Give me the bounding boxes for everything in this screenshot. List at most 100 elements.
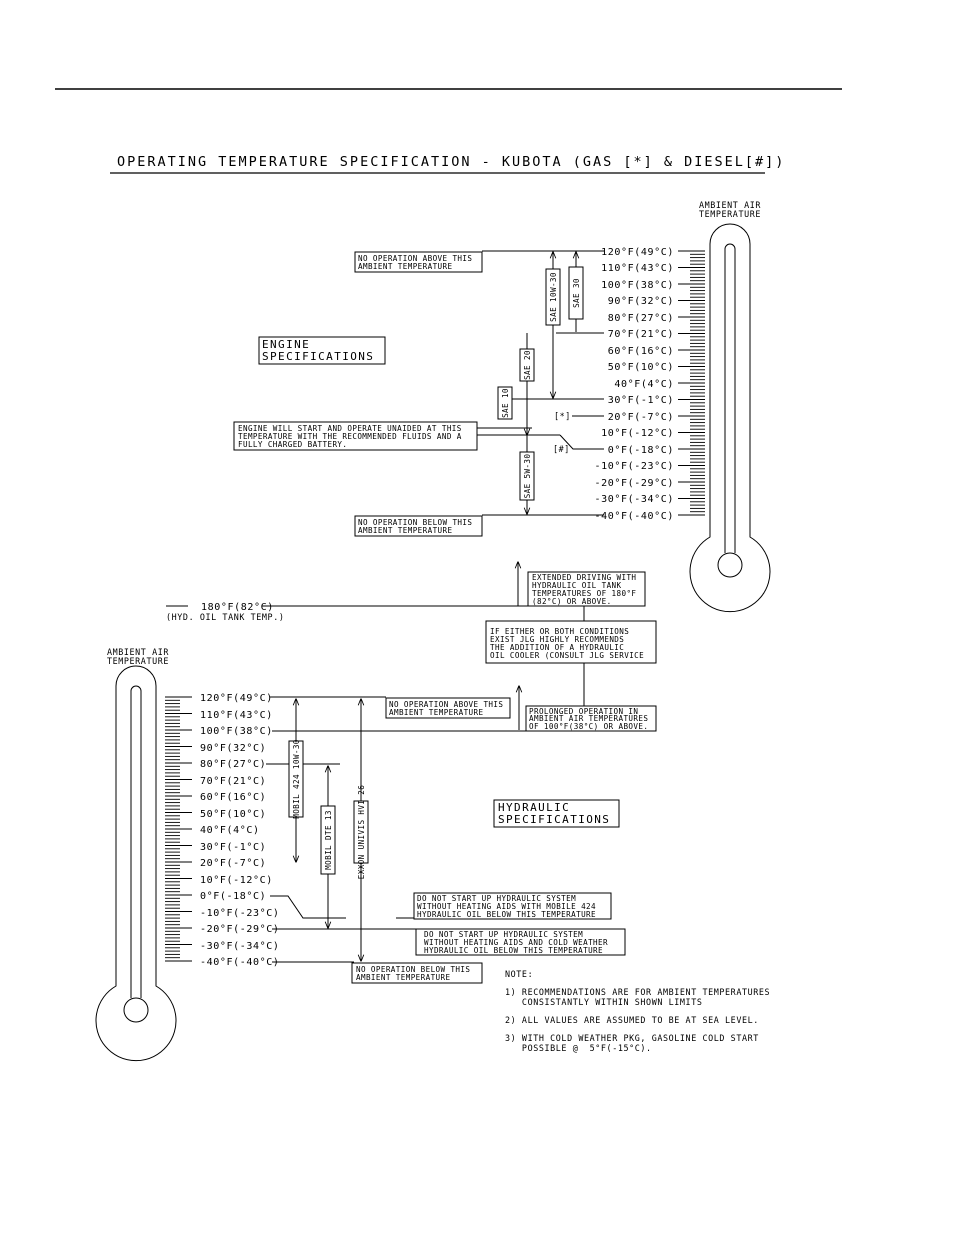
svg-text:THE ADDITION OF A HYDRAULIC: THE ADDITION OF A HYDRAULIC xyxy=(490,643,624,652)
notes: NOTE: 1) RECOMMENDATIONS ARE FOR AMBIENT… xyxy=(505,969,770,1053)
svg-text:HYDRAULIC OIL TANK: HYDRAULIC OIL TANK xyxy=(532,581,622,590)
svg-text:OIL COOLER (CONSULT JLG SERVIC: OIL COOLER (CONSULT JLG SERVICE xyxy=(490,651,644,660)
svg-text:TEMPERATURE WITH THE RECOMMEND: TEMPERATURE WITH THE RECOMMENDED FLUIDS … xyxy=(238,432,462,441)
engine-leader-lines xyxy=(477,250,604,516)
svg-text:SPECIFICATIONS: SPECIFICATIONS xyxy=(262,350,374,363)
engine-scale-label: 20°F(-7°C) xyxy=(608,412,674,423)
engine-thermometer-label-line1: AMBIENT AIR xyxy=(699,200,761,210)
svg-text:IF EITHER OR BOTH CONDITIONS: IF EITHER OR BOTH CONDITIONS xyxy=(490,627,629,636)
hydraulic-scale-label: 60°F(16°C) xyxy=(200,792,266,803)
hydraulic-scale-label: -20°F(-29°C) xyxy=(200,924,279,935)
svg-text:AMBIENT AIR TEMPERATURES: AMBIENT AIR TEMPERATURES xyxy=(529,714,648,723)
svg-text:EXTENDED DRIVING WITH: EXTENDED DRIVING WITH xyxy=(532,573,636,582)
engine-scale-label: 120°F(49°C) xyxy=(601,247,674,258)
hydraulic-scale-label: -40°F(-40°C) xyxy=(200,957,279,968)
prolonged-operation-box: PROLONGED OPERATION IN AMBIENT AIR TEMPE… xyxy=(525,705,657,732)
svg-text:OF 100°F(38°C) OR ABOVE.: OF 100°F(38°C) OR ABOVE. xyxy=(529,722,648,731)
svg-text:NO OPERATION BELOW THIS: NO OPERATION BELOW THIS xyxy=(356,965,470,974)
engine-scale-label: -20°F(-29°C) xyxy=(595,478,674,489)
svg-text:DO NOT START UP HYDRAULIC SYST: DO NOT START UP HYDRAULIC SYSTEM xyxy=(424,930,583,939)
engine-scale-label: -10°F(-23°C) xyxy=(595,461,674,472)
engine-scale: 120°F(49°C) 110°F(43°C) 100°F(38°C) 90°F… xyxy=(595,247,674,522)
hydraulic-scale-ticks xyxy=(165,696,192,962)
hydraulic-scale-label: 80°F(27°C) xyxy=(200,759,266,770)
fluid-label-sae-10w30: SAE 10W-30 xyxy=(549,272,558,322)
tank-temp-note: (HYD. OIL TANK TEMP.) xyxy=(166,612,285,622)
engine-thermometer-label-line2: TEMPERATURE xyxy=(699,209,761,219)
extended-driving-box: EXTENDED DRIVING WITH HYDRAULIC OIL TANK… xyxy=(527,571,646,607)
engine-scale-label: 80°F(27°C) xyxy=(608,313,674,324)
note-3-line2: POSSIBLE @ 5°F(-15°C). xyxy=(505,1043,652,1053)
hydraulic-scale-label: 10°F(-12°C) xyxy=(200,875,273,886)
hydraulic-fluid-labels: MOBIL 424 10W-30 MOBIL DTE 13 EXXON UNIV… xyxy=(288,739,369,879)
svg-text:EXIST JLG HIGHLY RECOMMENDS: EXIST JLG HIGHLY RECOMMENDS xyxy=(490,635,624,644)
hydraulic-thermometer xyxy=(95,665,192,1062)
svg-text:WITHOUT HEATING AIDS AND COLD: WITHOUT HEATING AIDS AND COLD WEATHER xyxy=(424,938,608,947)
hydraulic-section-label: HYDRAULIC SPECIFICATIONS xyxy=(493,799,620,828)
hydraulic-scale-label: 20°F(-7°C) xyxy=(200,858,266,869)
engine-section-label: ENGINE SPECIFICATIONS xyxy=(258,336,386,365)
fluid-label-sae-30: SAE 30 xyxy=(572,278,581,308)
note-2: 2) ALL VALUES ARE ASSUMED TO BE AT SEA L… xyxy=(505,1015,759,1025)
engine-scale-label: -40°F(-40°C) xyxy=(595,511,674,522)
engine-thermometer xyxy=(678,223,771,613)
fluid-label-sae-20: SAE 20 xyxy=(523,350,532,380)
svg-text:NO OPERATION ABOVE THIS: NO OPERATION ABOVE THIS xyxy=(389,700,503,709)
engine-fluid-labels: SAE 10W-30 SAE 30 SAE 20 SAE 10 SAE 5W-3… xyxy=(497,266,584,501)
engine-scale-label: 40°F(4°C) xyxy=(614,379,674,390)
svg-text:HYDRAULIC: HYDRAULIC xyxy=(498,801,570,814)
note-3-line1: 3) WITH COLD WEATHER PKG, GASOLINE COLD … xyxy=(505,1033,759,1043)
hydraulic-scale-label: 30°F(-1°C) xyxy=(200,842,266,853)
engine-scale-label: 110°F(43°C) xyxy=(601,263,674,274)
note-1-line2: CONSISTANTLY WITHIN SHOWN LIMITS xyxy=(505,997,702,1007)
hydraulic-scale: 120°F(49°C) 110°F(43°C) 100°F(38°C) 90°F… xyxy=(200,693,279,968)
hydraulic-scale-label: 100°F(38°C) xyxy=(200,726,273,737)
hydraulic-scale-label: 70°F(21°C) xyxy=(200,776,266,787)
engine-scale-label: 30°F(-1°C) xyxy=(608,395,674,406)
svg-text:ENGINE: ENGINE xyxy=(262,338,310,351)
hydraulic-scale-label: -30°F(-34°C) xyxy=(200,941,279,952)
svg-text:ENGINE WILL START AND OPERATE: ENGINE WILL START AND OPERATE UNAIDED AT… xyxy=(238,424,462,433)
svg-text:HYDRAULIC OIL BELOW THIS TEMPE: HYDRAULIC OIL BELOW THIS TEMPERATURE xyxy=(417,910,596,919)
tank-temp-label: 180°F(82°C) xyxy=(201,602,274,613)
hydraulic-leader-lines xyxy=(266,696,526,963)
fluid-label-sae-10: SAE 10 xyxy=(501,388,510,418)
engine-scale-label: 60°F(16°C) xyxy=(608,346,674,357)
engine-scale-label: 90°F(32°C) xyxy=(608,296,674,307)
hydraulic-scale-label: 120°F(49°C) xyxy=(200,693,273,704)
notes-heading: NOTE: xyxy=(505,969,533,979)
engine-scale-label: -30°F(-34°C) xyxy=(595,494,674,505)
svg-text:AMBIENT TEMPERATURE: AMBIENT TEMPERATURE xyxy=(358,526,452,535)
hydraulic-scale-label: 90°F(32°C) xyxy=(200,743,266,754)
svg-text:NO OPERATION ABOVE THIS: NO OPERATION ABOVE THIS xyxy=(358,254,472,263)
hydraulic-scale-label: 110°F(43°C) xyxy=(200,710,273,721)
hydraulic-scale-label: -10°F(-23°C) xyxy=(200,908,279,919)
engine-scale-label: 0°F(-18°C) xyxy=(608,445,674,456)
conditions-box: IF EITHER OR BOTH CONDITIONS EXIST JLG H… xyxy=(485,620,657,664)
engine-scale-label: 50°F(10°C) xyxy=(608,362,674,373)
engine-scale-label: 10°F(-12°C) xyxy=(601,428,674,439)
engine-fluid-ranges xyxy=(505,252,576,514)
svg-text:NO OPERATION BELOW THIS: NO OPERATION BELOW THIS xyxy=(358,518,472,527)
svg-text:WITHOUT HEATING AIDS WITH MOBI: WITHOUT HEATING AIDS WITH MOBILE 424 xyxy=(417,902,596,911)
fluid-label-mobil-424: MOBIL 424 10W-30 xyxy=(292,739,301,819)
hydraulic-scale-label: 0°F(-18°C) xyxy=(200,891,266,902)
engine-start-note-box: ENGINE WILL START AND OPERATE UNAIDED AT… xyxy=(233,421,478,451)
svg-text:TEMPERATURES OF 180°F: TEMPERATURES OF 180°F xyxy=(532,589,636,598)
svg-text:(82°C) OR ABOVE.: (82°C) OR ABOVE. xyxy=(532,597,612,606)
diesel-marker: [#] xyxy=(553,444,570,454)
hydraulic-thermometer-label-line1: AMBIENT AIR xyxy=(107,647,169,657)
svg-text:AMBIENT TEMPERATURE: AMBIENT TEMPERATURE xyxy=(389,708,483,717)
engine-scale-label: 70°F(21°C) xyxy=(608,329,674,340)
svg-text:SPECIFICATIONS: SPECIFICATIONS xyxy=(498,813,610,826)
fluid-label-exxon: EXXON UNIVIS HVI 26 xyxy=(357,785,366,879)
mobile-note-box: DO NOT START UP HYDRAULIC SYSTEM WITHOUT… xyxy=(413,892,612,920)
fluid-label-mobil-dte: MOBIL DTE 13 xyxy=(324,810,333,870)
svg-text:AMBIENT TEMPERATURE: AMBIENT TEMPERATURE xyxy=(358,262,452,271)
engine-no-op-above-box: NO OPERATION ABOVE THIS AMBIENT TEMPERAT… xyxy=(354,251,483,273)
hydraulic-scale-label: 50°F(10°C) xyxy=(200,809,266,820)
svg-text:DO NOT START UP HYDRAULIC SYST: DO NOT START UP HYDRAULIC SYSTEM xyxy=(417,894,576,903)
svg-text:FULLY CHARGED BATTERY.: FULLY CHARGED BATTERY. xyxy=(238,440,347,449)
engine-no-op-below-box: NO OPERATION BELOW THIS AMBIENT TEMPERAT… xyxy=(354,515,483,537)
